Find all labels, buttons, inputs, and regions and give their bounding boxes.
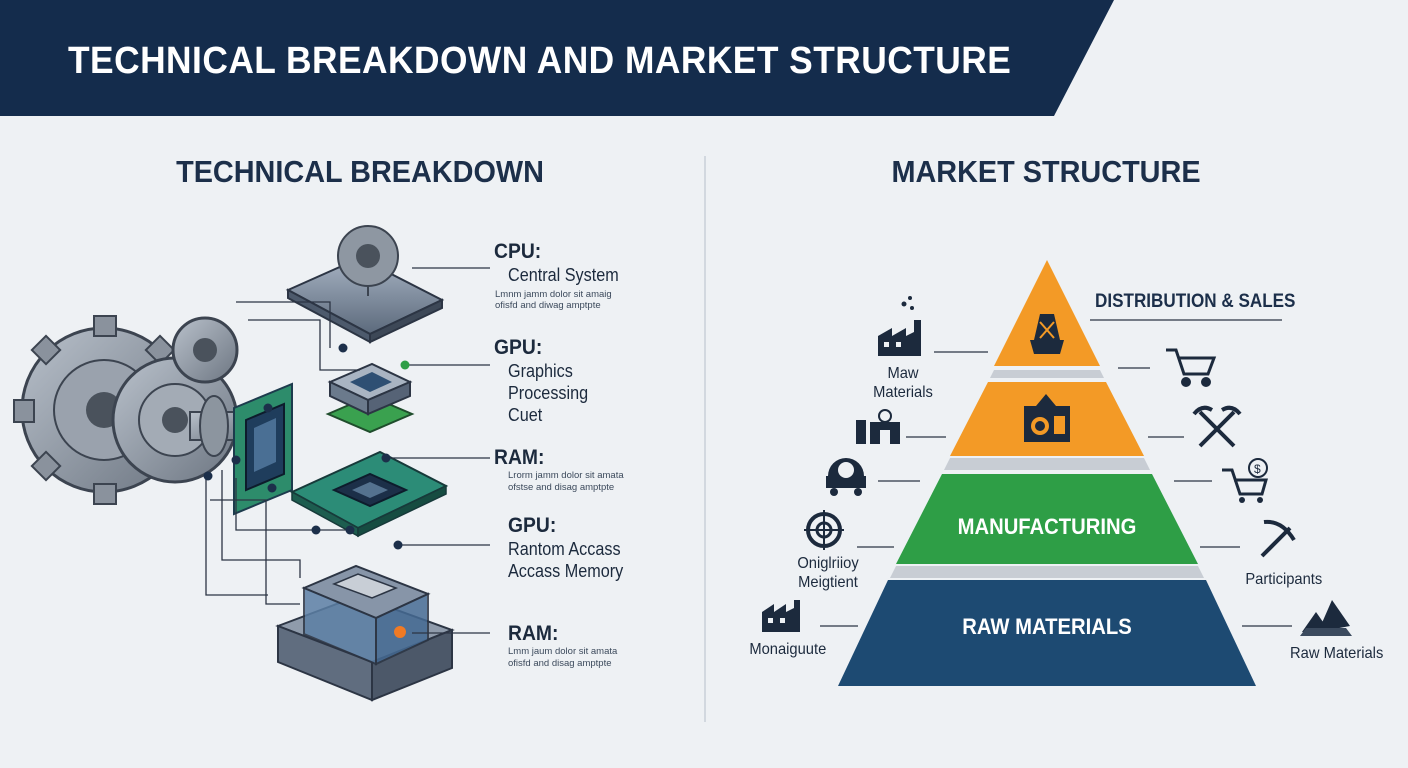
cpu-detail-line-1: Lmnm jamm dolor sit amaig [495,289,612,300]
ram-heading-2: RAM: [508,622,559,645]
small-gear-icon [171,316,239,384]
ram-heading: RAM: [494,446,545,469]
tier-label-raw-materials: RAW MATERIALS [962,614,1132,639]
right-label-participants: Participants [1245,571,1323,588]
cpu-plate [285,225,445,344]
warehouse-icon [856,409,900,444]
page-title: TECHNICAL BREAKDOWN AND MARKET STRUCTURE [68,40,1012,82]
market-structure-title: MARKET STRUCTURE [891,154,1201,189]
mining-cart-icon [1030,314,1064,354]
cpu-heading: CPU: [494,240,542,263]
ram-detail-line-1: Lrorm jamm dolor sit amata [508,470,624,481]
circuit-board [233,382,293,516]
cart-dollar-icon: $ [1222,458,1268,503]
section-divider [704,156,706,722]
crossed-pickaxes-icon [1192,405,1242,448]
left-label-monaiguute: Monaiguute [749,641,827,658]
tier-label-manufacturing: MANUFACTURING [957,514,1137,539]
gpu-heading: GPU: [494,336,543,359]
factory-icon-2 [762,600,800,632]
cpu-subtitle: Central System [508,265,619,285]
exploded-hardware-illustration [13,225,490,702]
ram-detail-line-2: ofstse and disag amptpte [508,482,615,493]
vending-machine-icon [1024,394,1070,442]
gpu-chip [325,362,415,434]
left-label-maw-materials: Maw Materials [873,365,933,401]
cpu-detail-line-2: ofisfd and diwag amptpte [495,300,601,311]
factory-icon [878,296,921,356]
pyramid-tier-distribution [950,382,1144,456]
gpu-subtitle-2: Rantom Accass Accass Memory [508,539,624,581]
gpu-heading-2: GPU: [508,514,557,537]
ram-board [289,450,449,538]
pickaxe-icon [1260,519,1296,558]
pyramid-tier-top [994,260,1100,366]
ram-detail-line-4: ofisfd and disag amptpte [508,658,612,669]
shopping-cart-icon [1166,348,1217,387]
callout-dots [203,343,410,550]
header-banner [0,0,1114,116]
memory-base-block [275,564,455,702]
technical-breakdown-title: TECHNICAL BREAKDOWN [176,154,544,189]
ram-detail-line-3: Lmm jaum dolor sit amata [508,646,618,657]
target-icon [804,510,844,550]
gpu-subtitle: Graphics Processing Cuet [508,361,589,425]
right-label-raw-materials: Raw Materials [1290,645,1384,662]
ore-cart-icon [826,458,866,496]
left-label-oniglriioy: Oniglriioy Meigtient [797,555,859,591]
ore-pile-icon [1300,600,1352,636]
distribution-sales-label: DISTRIBUTION & SALES [1095,291,1296,312]
svg-text:$: $ [1254,462,1261,476]
